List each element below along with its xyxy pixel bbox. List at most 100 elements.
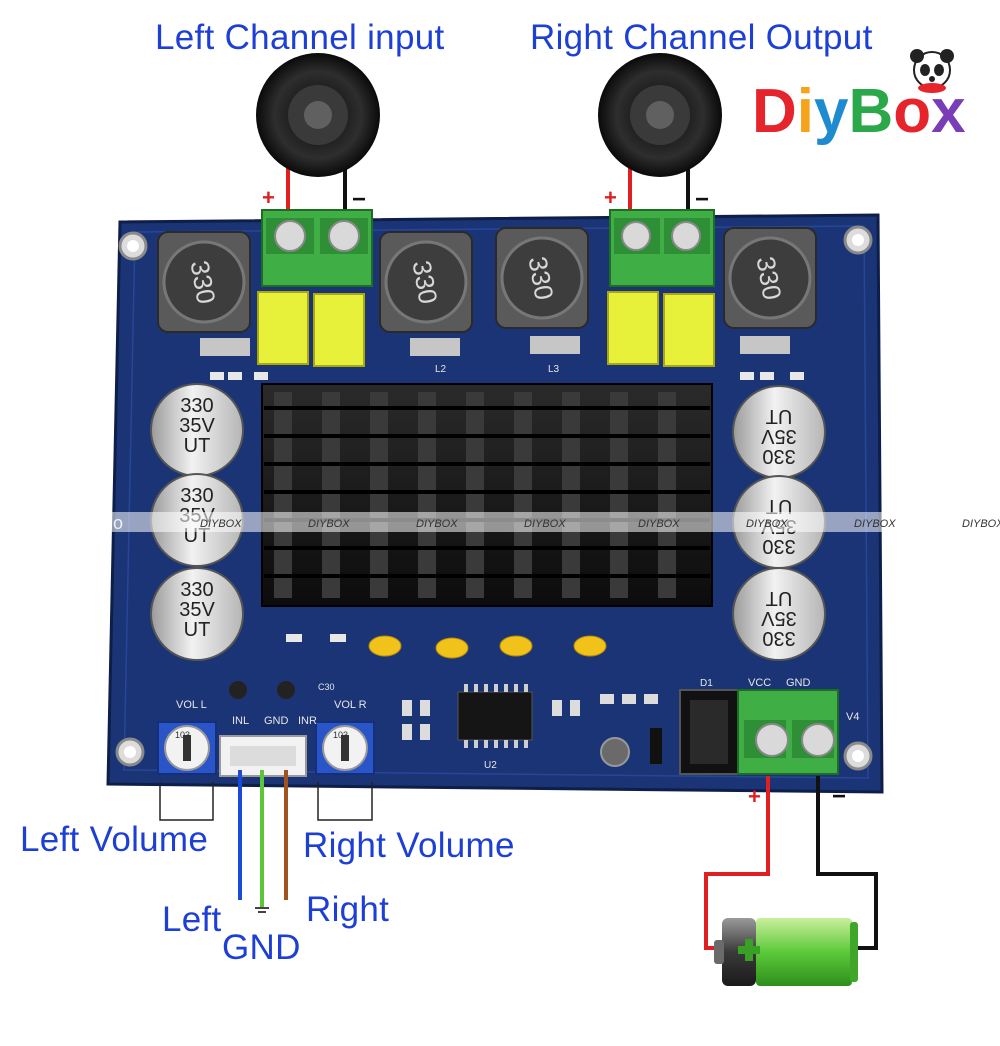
silk-l3: L3 xyxy=(548,364,560,375)
watermark-text: DIYBOX xyxy=(308,518,350,530)
speaker-right xyxy=(598,53,722,212)
silk-l2: L2 xyxy=(435,364,447,375)
inductor-label: 330 xyxy=(406,258,443,306)
input-connector: INL GND INR C30 xyxy=(219,681,335,777)
speaker-terminal-right xyxy=(609,209,715,287)
minus-sign: − xyxy=(352,186,366,213)
watermark-text: DIYBOX xyxy=(854,518,896,530)
heatsink-fin xyxy=(562,392,580,598)
ic-pin xyxy=(494,684,498,692)
plus-sign: + xyxy=(748,784,761,809)
watermark-text: DIYBOX xyxy=(200,518,242,530)
plus-sign: + xyxy=(604,185,617,210)
pot-code: 103 xyxy=(333,730,348,740)
ic-pin xyxy=(524,684,528,692)
right-volume-label: Right Volume xyxy=(303,826,515,865)
heatsink-fin xyxy=(610,392,628,598)
right-wire-label: Right xyxy=(306,890,390,929)
right-channel-label: Right Channel Output xyxy=(530,18,873,57)
ic-pin xyxy=(484,684,488,692)
ic-pin xyxy=(514,684,518,692)
silk-c30: C30 xyxy=(318,682,335,692)
ic-pin xyxy=(494,740,498,748)
heatsink-fin xyxy=(418,392,436,598)
ic-pin xyxy=(464,684,468,692)
power-wires: + − xyxy=(704,776,878,950)
watermark-text: DIYBOX xyxy=(638,518,680,530)
speaker-terminal-left xyxy=(261,209,373,287)
ic-pin xyxy=(504,740,508,748)
plus-sign: + xyxy=(262,185,275,210)
left-wire-label: Left xyxy=(162,900,222,939)
smd-components xyxy=(210,372,804,767)
panda-mascot-icon xyxy=(910,49,954,93)
inductor-label: 330 xyxy=(522,254,559,302)
diode-d1: D1 xyxy=(679,678,739,775)
pot-left: 103 VOL L xyxy=(157,699,217,775)
heatsink-fin xyxy=(466,392,484,598)
heatsink xyxy=(261,383,713,607)
ic-pin xyxy=(474,740,478,748)
film-capacitors xyxy=(257,291,715,367)
ic-pin xyxy=(484,740,488,748)
ic-u2: U2 xyxy=(457,684,533,771)
silk-vcc: VCC xyxy=(748,677,771,689)
ic-pin xyxy=(474,684,478,692)
speaker-left xyxy=(256,53,380,212)
diybox-logo: DiyBox xyxy=(752,49,966,146)
silk-gnd: GND xyxy=(786,677,811,689)
inductor-1: 330 xyxy=(157,231,251,356)
volume-brackets xyxy=(159,782,373,821)
ic-pin xyxy=(504,684,508,692)
minus-sign: − xyxy=(832,783,846,810)
pot-code: 103 xyxy=(175,730,190,740)
ic-pin xyxy=(514,740,518,748)
inductor-2: 330 xyxy=(379,231,473,356)
heatsink-fin xyxy=(322,392,340,598)
silk-d1: D1 xyxy=(700,678,713,689)
inductor-label: 330 xyxy=(184,258,221,306)
heatsink-fin xyxy=(658,392,676,598)
power-terminal: VCC GND V4 xyxy=(737,677,859,775)
ic-pin xyxy=(524,740,528,748)
left-volume-label: Left Volume xyxy=(20,820,209,859)
watermark-lead: DIY&Bo xyxy=(44,513,126,533)
capacitor-label: 33035VUT xyxy=(761,405,797,467)
pot-right: 103 VOL R xyxy=(315,699,375,775)
inductor-3: 330 xyxy=(495,227,589,354)
silk-inl: INL xyxy=(232,715,249,727)
silk-vol-l: VOL L xyxy=(176,699,207,711)
battery-icon xyxy=(714,918,858,986)
capacitor: 33035VUT xyxy=(732,567,826,661)
heatsink-fin xyxy=(514,392,532,598)
logo-wordmark: DiyBox xyxy=(752,77,966,146)
inductor-label: 330 xyxy=(750,254,787,302)
electrolytic-capacitors: 33035VUT33035VUT33035VUT33035VUT33035VUT… xyxy=(150,383,826,661)
silk-vol-r: VOL R xyxy=(334,699,367,711)
silk-u2: U2 xyxy=(484,760,497,771)
heatsink-fin xyxy=(370,392,388,598)
minus-sign: − xyxy=(695,186,709,213)
inductors: 330 330 330 330 L2 L3 xyxy=(157,227,817,375)
watermark-text: DIYBOX xyxy=(962,518,1000,530)
silk-v4: V4 xyxy=(846,711,859,723)
watermark-band: DIY&Bo DIYBOX DIYBOX DIYBOX DIYBOX DIYBOX DIY… xyxy=(0,512,1000,533)
mounting-holes xyxy=(115,225,873,771)
watermark-text: DIYBOX xyxy=(746,518,788,530)
heatsink-fin xyxy=(274,392,292,598)
left-channel-label: Left Channel input xyxy=(155,18,445,57)
inductor-4: 330 xyxy=(723,227,817,354)
capacitor: 33035VUT xyxy=(732,385,826,479)
gnd-wire-label: GND xyxy=(222,928,301,967)
ic-pin xyxy=(464,740,468,748)
watermark-text: DIYBOX xyxy=(524,518,566,530)
watermark-text: DIYBOX xyxy=(416,518,458,530)
silk-gnd-in: GND xyxy=(264,715,289,727)
silk-inr: INR xyxy=(298,715,317,727)
input-wires xyxy=(238,770,288,913)
